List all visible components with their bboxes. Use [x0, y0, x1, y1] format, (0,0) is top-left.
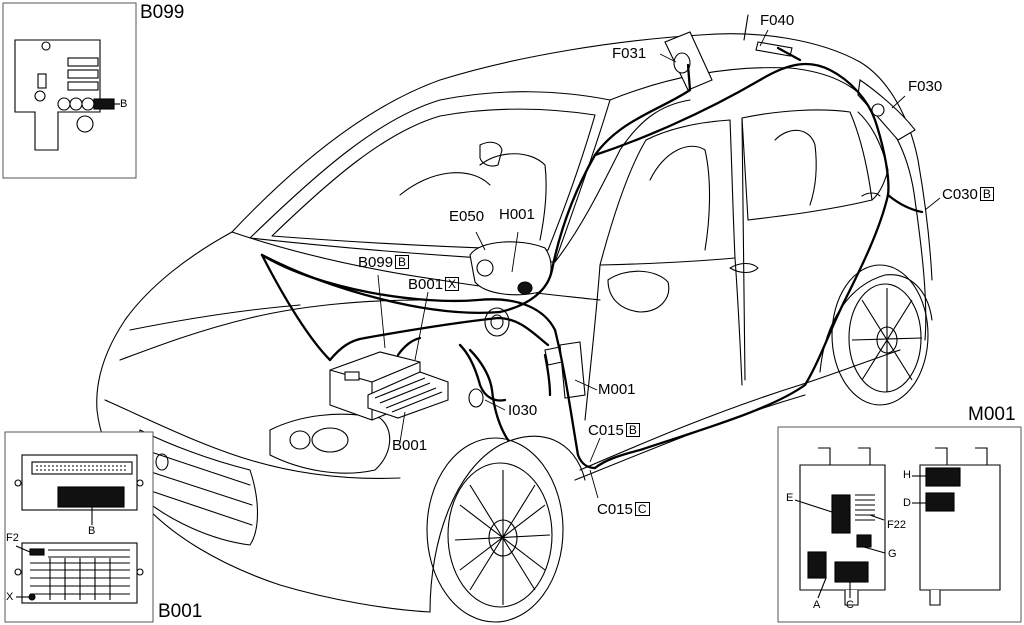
rear-wheel [831, 264, 929, 406]
inset-b099-drawing [14, 39, 120, 151]
horn-i030 [468, 307, 510, 408]
callout-h001: H001 [499, 206, 535, 223]
inset-b001-pin-b: B [88, 525, 96, 537]
wiring-harness [260, 46, 924, 470]
callout-c015b-code: C015 [588, 422, 624, 439]
inset-m001-pin-c: C [846, 599, 854, 611]
instrument-panel-e050 [469, 241, 552, 296]
inset-m001-drawing [794, 447, 1001, 606]
callout-f031: F031 [612, 45, 647, 62]
callout-c030-code: C030 [942, 186, 978, 203]
inset-b001-drawing [14, 454, 144, 604]
inset-m001-pin-e: E [786, 492, 794, 504]
callout-f040: F040 [760, 12, 795, 29]
front-wheel [426, 437, 564, 623]
callout-c015c-suffix: C [634, 502, 650, 516]
callout-e050: E050 [449, 208, 485, 225]
ceiling-lamp-f031 [664, 31, 713, 91]
callout-c015b-suffix: B [625, 423, 640, 437]
callout-b001: B001 [392, 437, 428, 454]
callout-c030-suffix: B [979, 187, 994, 201]
third-brake-light-f040 [755, 41, 793, 57]
inset-m001-pin-a: A [813, 599, 821, 611]
inset-m001-pin-f22: F22 [887, 519, 906, 531]
callout-i030: I030 [508, 402, 538, 419]
callout-b001x-code: B001 [408, 276, 444, 293]
inset-m001-title: M001 [968, 404, 1016, 425]
rear-lamp-f030 [857, 79, 916, 141]
leader-lines [377, 29, 941, 499]
engine-fusebox-b001 [367, 371, 449, 419]
callout-m001: M001 [598, 381, 636, 398]
inset-b001-pin-f2: F2 [6, 532, 19, 544]
inset-m001-pin-g: G [888, 548, 897, 560]
inset-b099-title: B099 [140, 2, 185, 23]
inset-b099-pin-b: B [120, 98, 128, 110]
callout-c015c-code: C015 [597, 501, 633, 518]
inset-b001-pin-x: X [6, 591, 14, 603]
callout-b001x-suffix: X [445, 277, 460, 291]
callout-b099-code: B099 [358, 254, 394, 271]
callout-b099-suffix: B [395, 255, 410, 269]
inset-b001-title: B001 [158, 601, 203, 622]
callout-f030: F030 [908, 78, 943, 95]
inset-m001-pin-d: D [903, 497, 911, 509]
inset-m001-pin-h: H [903, 469, 911, 481]
